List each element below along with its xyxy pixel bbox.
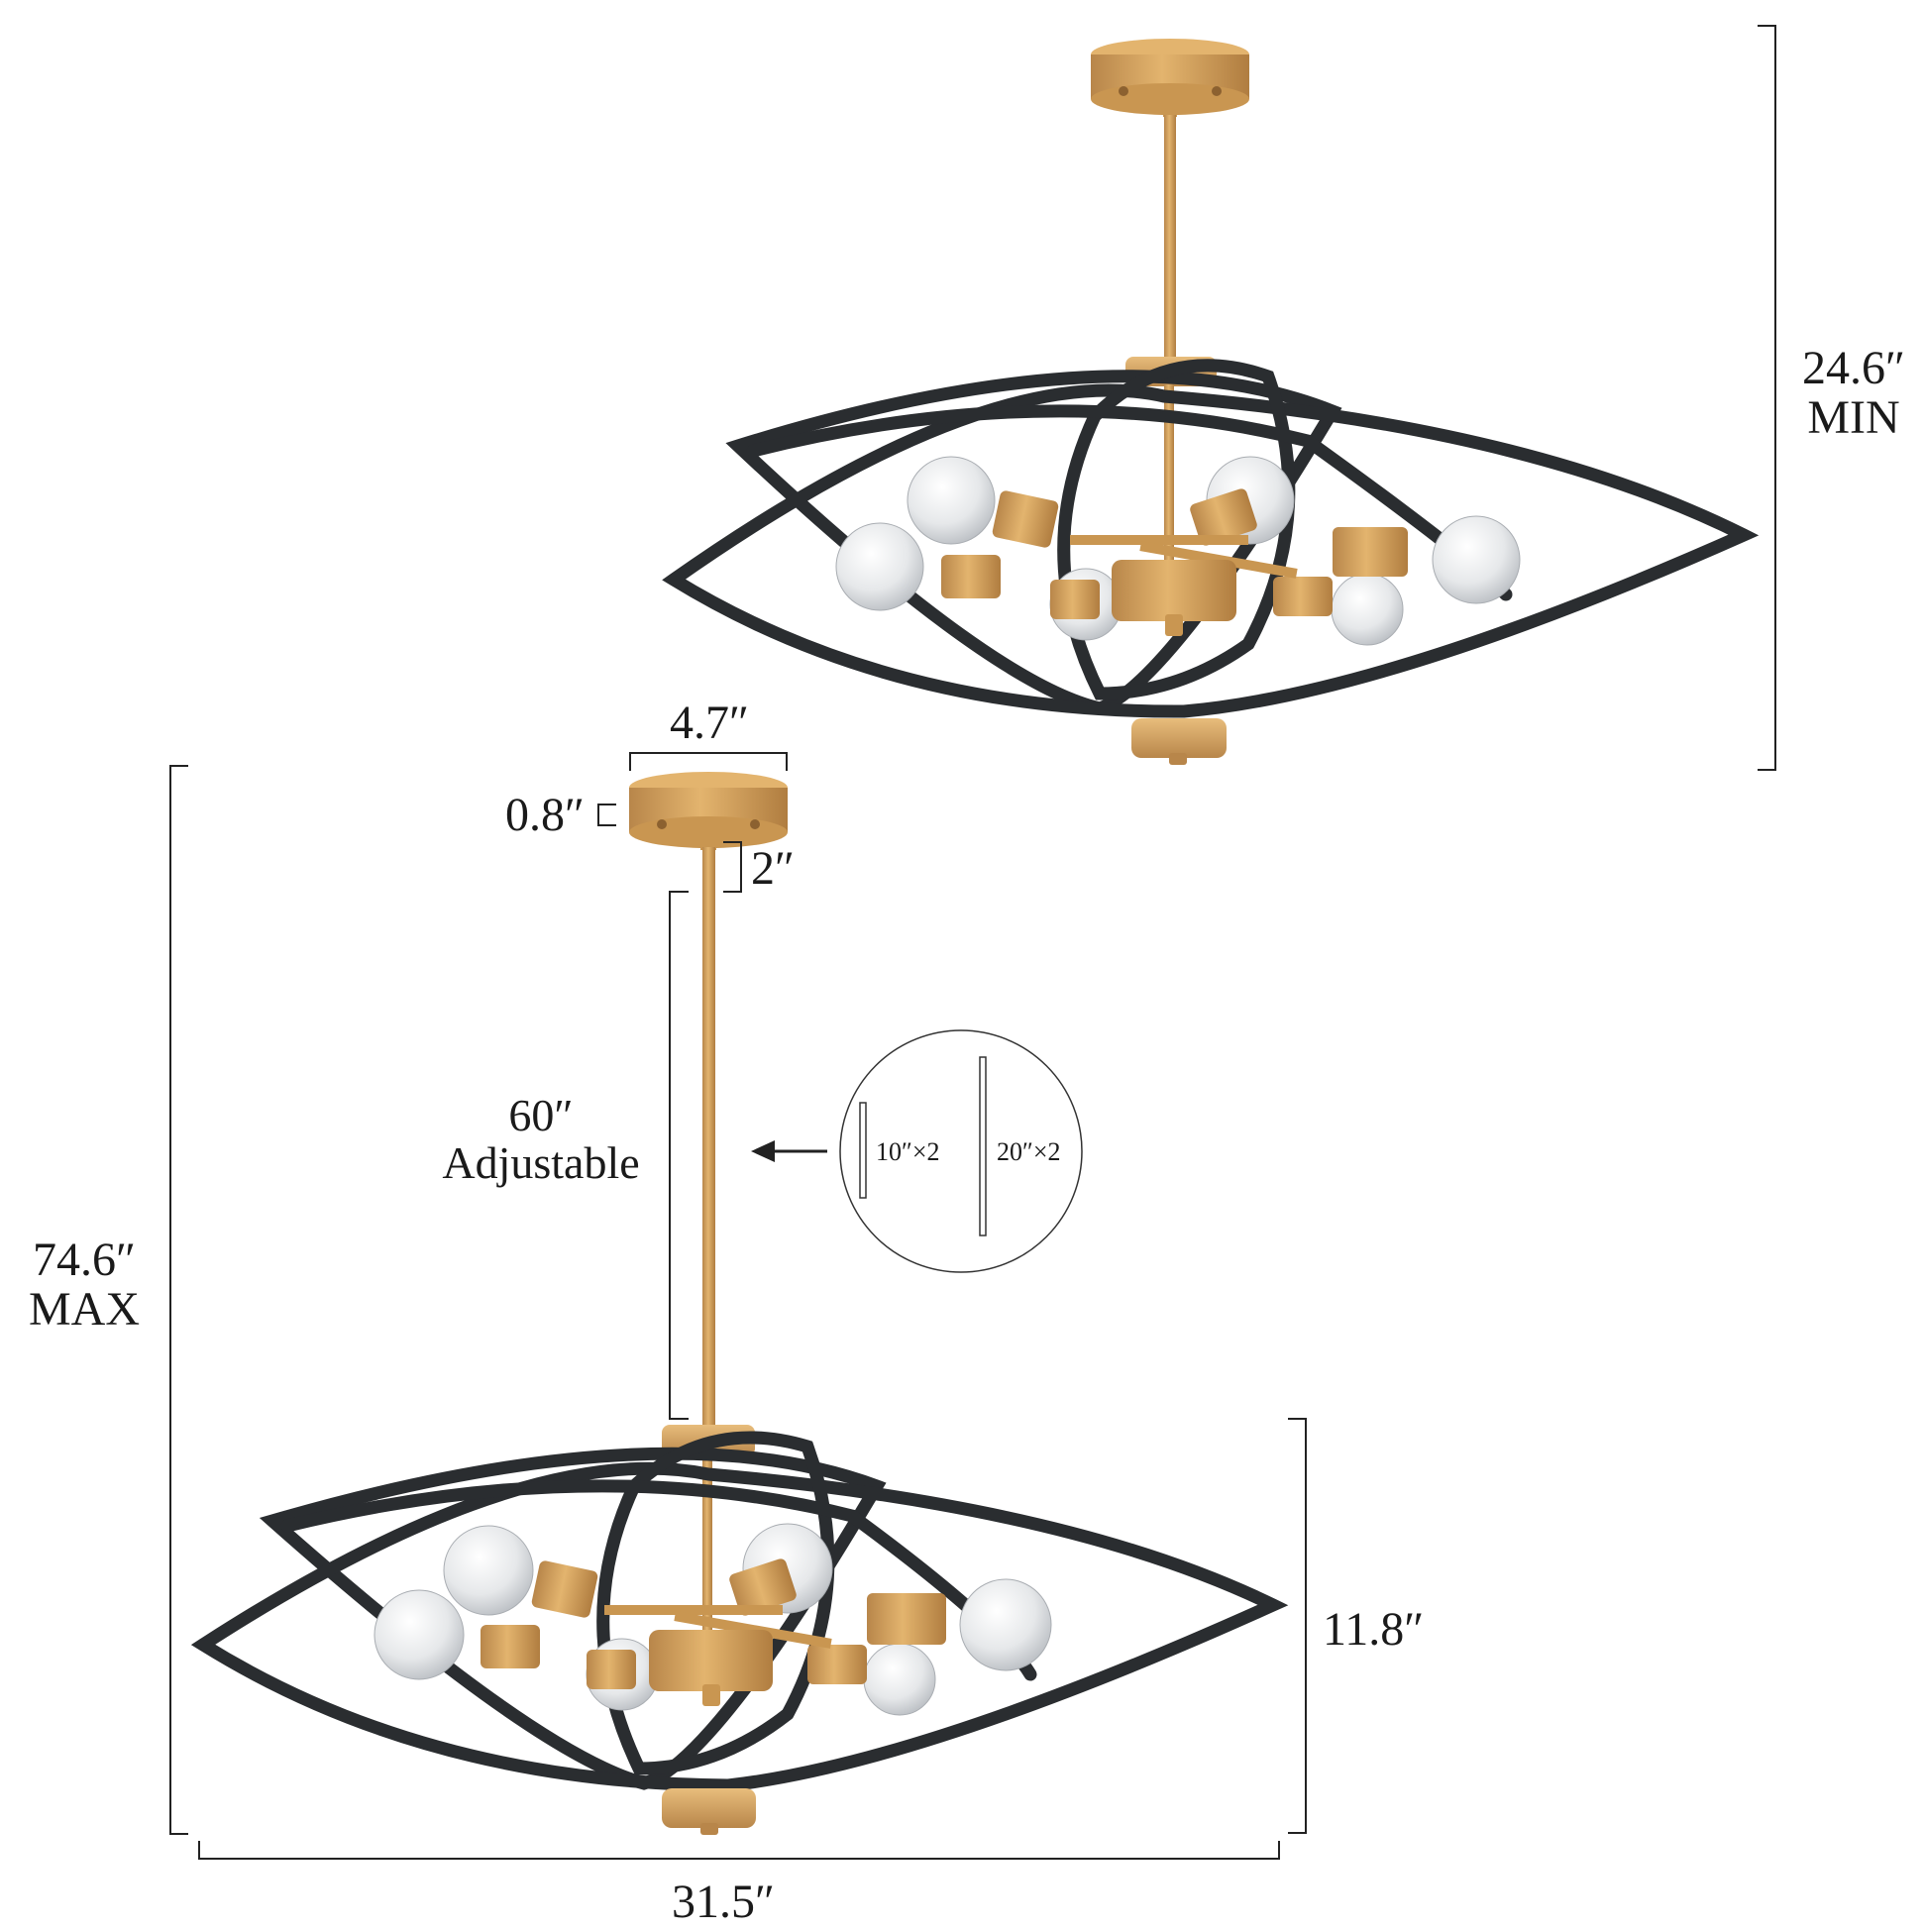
short-rod-icon — [859, 1102, 867, 1199]
stem — [1164, 115, 1176, 363]
center-body — [649, 1630, 773, 1691]
bottom-finial — [662, 1788, 756, 1828]
min-height-bracket — [1758, 25, 1776, 771]
canopy-depth-bracket — [597, 804, 616, 826]
stem-top-label: 2″ — [751, 842, 795, 895]
min-height-qualifier: MIN — [1807, 391, 1900, 445]
rod-length-label: 60″ Adjustable — [426, 1090, 656, 1189]
sockets — [481, 1558, 946, 1689]
fixture-max — [190, 772, 1289, 1835]
body-width-label: 31.5″ — [672, 1876, 775, 1928]
rod-length-value: 60″ — [508, 1090, 574, 1140]
canopy-width-bracket — [629, 752, 788, 771]
max-height-qualifier: MAX — [28, 1283, 140, 1337]
stem-top-bracket — [723, 841, 742, 893]
body-height-bracket — [1288, 1418, 1307, 1834]
max-height-value: 74.6″ — [33, 1234, 136, 1286]
max-height-label: 74.6″ MAX — [10, 1234, 159, 1337]
center-body — [1112, 560, 1236, 621]
short-rod-label: 10″×2 — [876, 1137, 940, 1166]
canopy-width-label: 4.7″ — [670, 697, 749, 749]
canopy-depth-label: 0.8″ — [505, 789, 585, 841]
body-width-bracket — [198, 1841, 1280, 1860]
rod-inset-circle — [839, 1029, 1083, 1273]
fixture-min — [662, 39, 1760, 765]
bottom-finial — [1131, 718, 1227, 758]
min-height-value: 24.6″ — [1802, 342, 1905, 394]
long-rod-icon — [979, 1056, 987, 1236]
min-height-label: 24.6″ MIN — [1783, 342, 1924, 445]
max-height-bracket — [169, 765, 188, 1835]
long-rod — [702, 847, 715, 1432]
long-rod-label: 20″×2 — [997, 1137, 1061, 1166]
rod-inset — [839, 1029, 1083, 1273]
body-height-label: 11.8″ — [1323, 1603, 1425, 1656]
rod-arrow — [751, 1140, 827, 1162]
rod-length-bracket — [669, 891, 689, 1420]
dimension-lines — [169, 25, 1776, 1860]
rod-length-qualifier: Adjustable — [442, 1137, 640, 1189]
